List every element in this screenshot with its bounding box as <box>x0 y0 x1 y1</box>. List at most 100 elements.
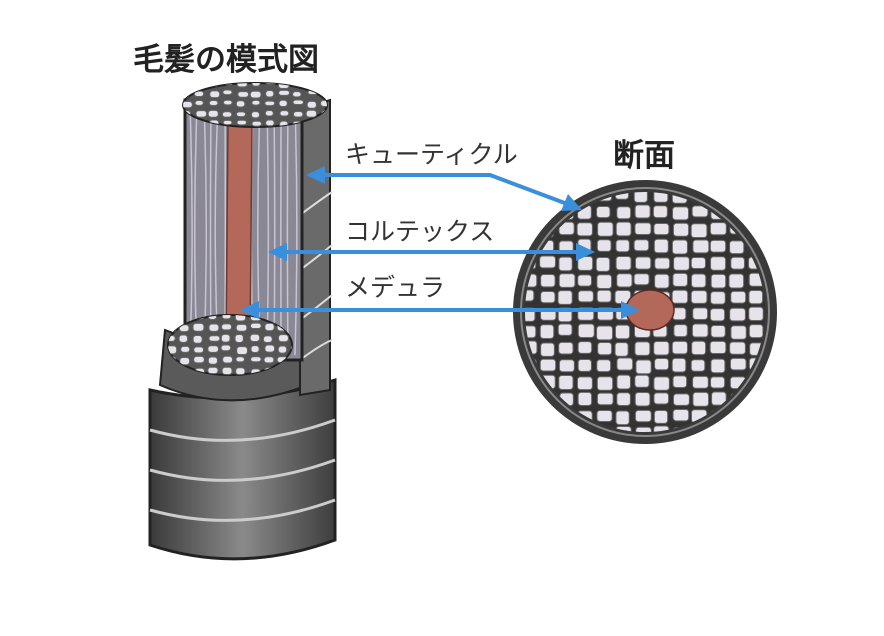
cell <box>539 358 557 372</box>
cell <box>671 357 687 373</box>
cell <box>192 322 205 332</box>
cell <box>748 409 764 425</box>
cell <box>728 273 745 289</box>
cell <box>525 289 535 302</box>
cell <box>292 99 304 106</box>
cell <box>748 306 764 321</box>
cell <box>673 256 690 271</box>
cell <box>769 376 784 390</box>
cell <box>265 89 275 98</box>
cell <box>207 356 218 365</box>
cell <box>653 376 670 391</box>
cell <box>596 392 614 406</box>
cell <box>654 273 670 289</box>
cell <box>577 341 593 354</box>
cell <box>653 392 670 405</box>
cell <box>290 344 292 353</box>
cell <box>577 391 593 406</box>
cell <box>577 323 595 338</box>
cell <box>207 109 219 118</box>
label-medulla: メデュラ <box>345 273 446 302</box>
cell <box>671 289 689 304</box>
cell <box>653 222 670 236</box>
cell <box>306 83 316 89</box>
cell <box>748 324 764 339</box>
cell <box>710 291 726 305</box>
cell <box>595 256 611 272</box>
cell <box>729 357 747 371</box>
cell <box>597 221 614 237</box>
cell <box>558 375 574 391</box>
cell <box>615 221 632 237</box>
cell <box>249 322 262 330</box>
arrowhead-icon <box>268 243 287 261</box>
cell <box>558 273 576 288</box>
cell <box>193 83 204 89</box>
cell <box>616 357 634 371</box>
arrowhead-icon <box>576 243 595 261</box>
cell <box>633 239 650 252</box>
cell <box>264 109 274 117</box>
cell <box>710 256 727 271</box>
cell <box>168 315 178 321</box>
cell <box>234 333 244 343</box>
cell <box>250 356 262 363</box>
cell <box>262 335 273 344</box>
cell <box>540 205 557 219</box>
cell <box>654 257 671 270</box>
cell <box>525 426 539 432</box>
cell <box>220 323 233 331</box>
cell <box>208 323 220 332</box>
cell <box>616 206 632 220</box>
cell <box>278 99 288 108</box>
cell <box>525 392 535 405</box>
cell <box>540 342 555 357</box>
cell <box>729 307 746 322</box>
cell <box>222 89 233 96</box>
cuticle-column <box>299 98 331 397</box>
cell <box>596 239 612 252</box>
cell <box>597 341 613 356</box>
cell <box>538 408 555 424</box>
cell <box>634 374 650 388</box>
cell <box>634 409 652 423</box>
cell <box>653 409 669 424</box>
cell <box>709 308 726 322</box>
cell <box>264 100 276 107</box>
cell <box>616 392 631 407</box>
cell <box>193 346 205 354</box>
cell <box>748 290 764 305</box>
cell <box>208 99 219 106</box>
cell <box>690 290 708 304</box>
cell <box>540 291 556 304</box>
cell <box>193 355 205 364</box>
cell <box>709 222 727 236</box>
cell <box>692 375 709 389</box>
cell <box>710 376 726 389</box>
cell <box>635 359 652 375</box>
cell <box>557 290 573 305</box>
cell <box>178 334 189 343</box>
cell <box>577 274 592 287</box>
cell <box>730 290 747 304</box>
cell <box>222 99 233 106</box>
cell <box>237 91 250 98</box>
cell <box>525 325 537 339</box>
cell <box>207 345 220 353</box>
cell <box>279 110 290 117</box>
cortex-fiber <box>273 104 276 356</box>
cell <box>208 335 221 342</box>
cell <box>710 325 726 338</box>
cell <box>558 426 574 432</box>
cell <box>277 345 288 354</box>
cell <box>539 255 556 269</box>
cell <box>729 240 745 255</box>
cell <box>558 256 573 272</box>
cell <box>183 83 192 87</box>
arrowhead-icon <box>561 194 582 211</box>
cell <box>558 341 574 355</box>
cell <box>558 359 575 373</box>
cell <box>596 359 612 373</box>
cell <box>250 345 260 354</box>
cell <box>768 223 781 235</box>
